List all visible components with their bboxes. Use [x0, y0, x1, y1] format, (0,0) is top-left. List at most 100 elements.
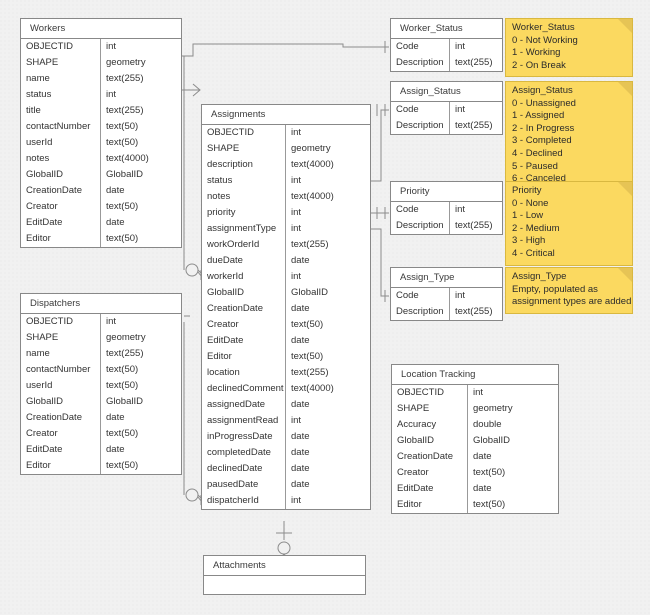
field-name: description [202, 157, 286, 173]
field-name: Creator [21, 426, 101, 442]
entity-title: Workers [21, 19, 181, 39]
field-name: OBJECTID [21, 314, 101, 330]
field-name: Code [391, 39, 450, 55]
field-type: date [291, 431, 310, 442]
field-name: Editor [202, 349, 286, 365]
field-type: date [291, 335, 310, 346]
field-type: int [473, 387, 484, 398]
field-type: date [291, 303, 310, 314]
field-type: text(255) [291, 367, 329, 378]
note-title: Assign_Type [512, 271, 567, 282]
field-name: Editor [21, 458, 101, 474]
field-type: int [291, 223, 302, 234]
entity-title: Location Tracking [392, 365, 558, 385]
note-line: 4 - Declined [512, 147, 563, 159]
field-name: title [21, 103, 101, 119]
field-type: text(255) [291, 239, 329, 250]
field-type: text(50) [291, 319, 324, 330]
entity-title: Attachments [204, 556, 365, 576]
note-assign-type[interactable]: Assign_Type Empty, populated as assignme… [505, 267, 633, 314]
note-title: Assign_Status [512, 85, 573, 96]
field-type: text(50) [106, 364, 139, 375]
note-worker-status[interactable]: Worker_Status 0 - Not Working 1 - Workin… [505, 18, 633, 78]
entity-attachments[interactable]: Attachments [203, 555, 366, 595]
note-line: assignment types are added [512, 296, 632, 308]
field-type: int [291, 415, 302, 426]
field-type: text(4000) [291, 383, 334, 394]
field-type: text(50) [106, 380, 139, 391]
note-title: Worker_Status [512, 22, 575, 33]
field-name: declinedDate [202, 461, 286, 477]
field-type: text(255) [106, 348, 144, 359]
field-name: Creator [392, 465, 468, 481]
entity-empty-body [204, 576, 365, 594]
field-name: OBJECTID [202, 125, 286, 141]
field-type: geometry [106, 332, 146, 343]
field-name: GlobalID [21, 167, 101, 183]
field-type: GlobalID [106, 396, 143, 407]
field-type: date [291, 479, 310, 490]
note-line: 3 - High [512, 235, 546, 247]
table-row: location text(255) [202, 365, 370, 381]
note-line: 2 - On Break [512, 59, 566, 71]
wire-assignments-type-to-assign-type [371, 228, 389, 297]
table-row: Editor text(50) [202, 349, 370, 365]
field-type: date [106, 412, 125, 423]
field-name: Creator [21, 199, 101, 215]
field-name: Editor [21, 231, 101, 247]
note-title: Priority [512, 185, 542, 196]
field-name: location [202, 365, 286, 381]
note-priority[interactable]: Priority 0 - None 1 - Low 2 - Medium 3 -… [505, 181, 633, 266]
note-fold-icon [618, 268, 632, 282]
note-assign-status[interactable]: Assign_Status 0 - Unassigned 1 - Assigne… [505, 81, 633, 191]
entity-title: Worker_Status [391, 19, 502, 39]
field-name: declinedComment [202, 381, 286, 397]
table-row: title text(255) [21, 103, 181, 119]
field-type: text(50) [291, 351, 324, 362]
field-type: int [455, 104, 466, 115]
field-type: int [106, 316, 117, 327]
note-line: 0 - Unassigned [512, 97, 576, 109]
field-name: SHAPE [202, 141, 286, 157]
field-type: int [455, 41, 466, 52]
field-type: double [473, 419, 502, 430]
field-type: text(255) [106, 105, 144, 116]
field-name: CreationDate [202, 301, 286, 317]
entity-title: Assign_Status [391, 82, 502, 102]
field-type: text(50) [106, 137, 139, 148]
field-name: Code [391, 202, 450, 218]
field-name: dispatcherId [202, 493, 286, 509]
field-type: int [291, 175, 302, 186]
